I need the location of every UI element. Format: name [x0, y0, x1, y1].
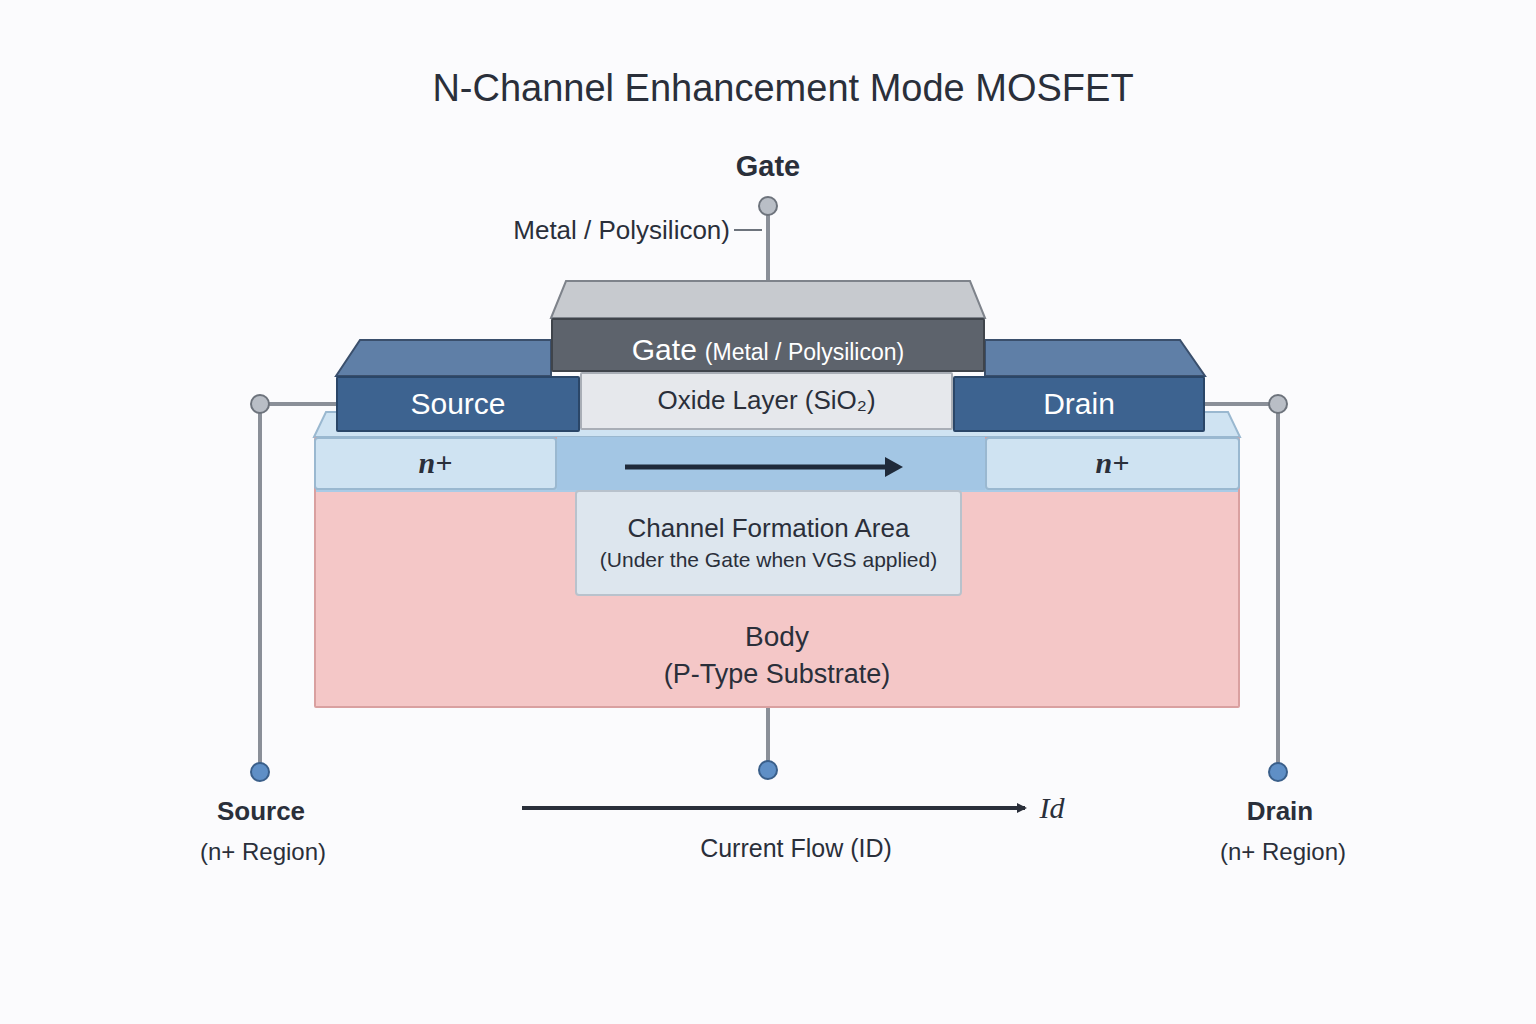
leader-label: Metal / Polysilicon): [513, 215, 730, 246]
node-text: (Under the Gate when VGS applied): [600, 546, 937, 574]
terminal-label: Source: [217, 796, 305, 827]
node-text: Source: [410, 384, 505, 425]
node-text: Drain: [1043, 384, 1115, 425]
node-text: Body: [745, 618, 809, 656]
current-arrow: [522, 806, 1025, 810]
current-symbol: Id: [1040, 791, 1065, 825]
n-plus-region: n+: [985, 437, 1240, 490]
region-label: (n+ Region): [1220, 838, 1346, 866]
node-text: n+: [419, 443, 453, 484]
source-terminal: [251, 763, 269, 781]
gate-top-face: [551, 281, 985, 318]
channel-formation-area: Channel Formation Area(Under the Gate wh…: [575, 490, 962, 596]
body-substrate: Body(P-Type Substrate) n+ n+ Channel Format…: [314, 437, 1240, 708]
body-terminal: [759, 761, 777, 779]
drain-top-face: [985, 340, 1205, 376]
diagram-title: N-Channel Enhancement Mode MOSFET: [432, 67, 1133, 110]
n-plus-region: n+: [314, 437, 557, 490]
drain-box: Drain: [953, 376, 1205, 432]
node-text: Gate: [632, 330, 697, 371]
source-top-face: [336, 340, 551, 376]
current-label: Current Flow (ID): [700, 834, 892, 863]
node-text: Oxide Layer (SiO₂): [657, 383, 875, 418]
wire-joint: [1269, 395, 1287, 413]
terminal-label: Drain: [1247, 796, 1313, 827]
drain-terminal: [1269, 763, 1287, 781]
gate-box: Gate (Metal / Polysilicon): [551, 318, 985, 372]
node-text: n+: [1096, 443, 1130, 484]
channel-arrow: [625, 465, 887, 470]
leader-line: [734, 229, 762, 231]
node-text: Channel Formation Area: [628, 511, 910, 546]
region-label: (n+ Region): [200, 838, 326, 866]
channel-band: [557, 437, 985, 490]
source-box: Source: [336, 376, 580, 432]
gate-terminal: [759, 197, 777, 215]
wire-joint: [251, 395, 269, 413]
node-text: (P-Type Substrate): [664, 656, 891, 692]
terminal-label: Gate: [736, 150, 800, 183]
channel-arrowhead: [885, 457, 903, 477]
oxide-layer: Oxide Layer (SiO₂): [580, 372, 953, 430]
node-text: (Metal / Polysilicon): [705, 337, 904, 368]
